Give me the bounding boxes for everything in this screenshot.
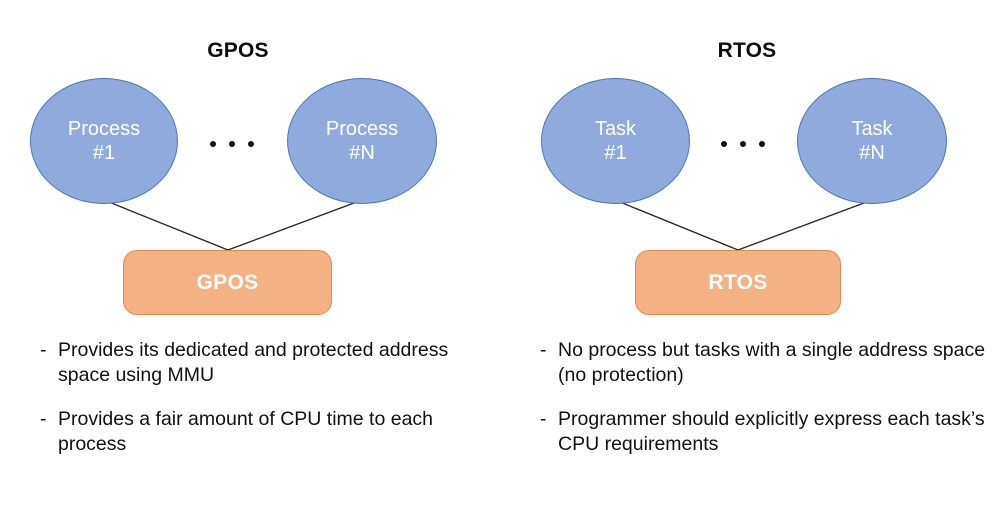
connector-process1-to-gpos <box>103 199 229 251</box>
bullet-marker: - <box>540 407 547 430</box>
os-box-rtos-label: RTOS <box>708 270 768 294</box>
column-title-rtos: RTOS <box>717 39 777 62</box>
bullet-item: - No process but tasks with a single add… <box>536 338 986 389</box>
node-process-1[interactable]: Process #1 <box>30 78 178 204</box>
dot-icon <box>721 141 727 147</box>
connector-task1-to-rtos <box>614 199 739 251</box>
node-task-n[interactable]: Task #N <box>797 78 947 204</box>
bullet-marker: - <box>40 339 47 361</box>
connector-taskn-to-rtos <box>737 199 873 251</box>
bullet-marker: - <box>540 339 547 361</box>
bullet-text: No process but tasks with a single addre… <box>558 339 986 387</box>
bullet-list-gpos: - Provides its dedicated and protected a… <box>36 338 466 475</box>
bullet-list-rtos: - No process but tasks with a single add… <box>536 338 986 475</box>
os-box-gpos-label: GPOS <box>196 270 259 294</box>
dot-icon <box>248 141 254 147</box>
node-process-1-line2: #1 <box>92 142 116 164</box>
bullet-marker: - <box>40 407 47 430</box>
bullet-item: - Provides a fair amount of CPU time to … <box>36 407 466 458</box>
column-title-gpos: GPOS <box>207 39 269 62</box>
bullet-item: - Provides its dedicated and protected a… <box>36 338 466 389</box>
node-process-n[interactable]: Process #N <box>287 78 437 204</box>
bullet-text: Provides its dedicated and protected add… <box>58 339 449 387</box>
dot-icon <box>740 141 746 147</box>
os-box-gpos[interactable]: GPOS <box>123 250 332 315</box>
bullet-text: Provides a fair amount of CPU time to ea… <box>58 407 434 456</box>
node-task-n-line2: #N <box>859 142 885 164</box>
os-box-rtos[interactable]: RTOS <box>635 250 841 315</box>
dot-icon <box>229 141 235 147</box>
dot-icon <box>210 141 216 147</box>
bullet-item: - Programmer should explicitly express e… <box>536 407 986 458</box>
node-process-1-line1: Process <box>67 117 141 140</box>
ellipsis-dots-left <box>210 139 254 149</box>
node-task-1-line1: Task <box>594 117 637 140</box>
dot-icon <box>759 141 765 147</box>
node-task-1[interactable]: Task #1 <box>541 78 690 204</box>
node-task-1-line2: #1 <box>604 142 627 164</box>
bullet-text: Programmer should explicitly express eac… <box>558 407 985 456</box>
node-process-n-line1: Process <box>325 117 399 140</box>
node-process-n-line2: #N <box>349 142 375 164</box>
ellipsis-dots-right <box>721 139 765 149</box>
node-task-n-line1: Task <box>851 117 893 140</box>
connector-processn-to-gpos <box>227 199 363 251</box>
